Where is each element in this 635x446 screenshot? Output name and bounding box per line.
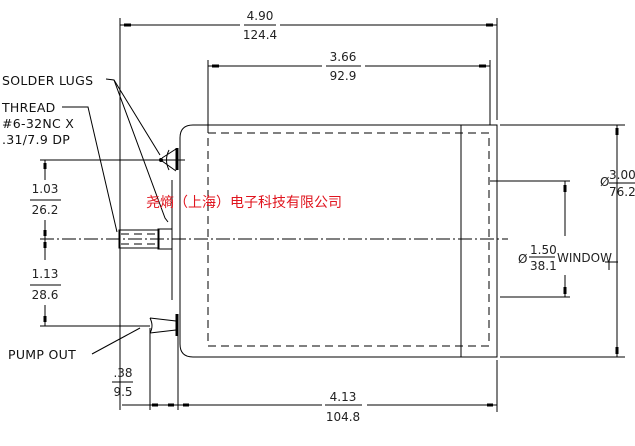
dim-92-9-mm: 92.9 bbox=[330, 69, 357, 83]
diameter-symbol-outer: Ø bbox=[600, 175, 609, 189]
dim-3-00-inch: 3.00 bbox=[609, 168, 635, 182]
dim-104-8-mm: 104.8 bbox=[326, 410, 360, 424]
dim-4-90-inch: 4.90 bbox=[247, 9, 274, 23]
dim-76-2-mm: 76.2 bbox=[609, 185, 635, 199]
dimension-bottom: .38 9.5 4.13 104.8 bbox=[112, 360, 498, 424]
dim-4-13-inch: 4.13 bbox=[330, 390, 357, 404]
solder-lug-fitting bbox=[159, 148, 179, 172]
dim-28-6-mm: 28.6 bbox=[32, 288, 59, 302]
dim-124-4-mm: 124.4 bbox=[243, 28, 277, 42]
dim-38-1-mm: 38.1 bbox=[530, 259, 557, 273]
dim-1-03-inch: 1.03 bbox=[32, 182, 59, 196]
thread-fitting bbox=[118, 180, 173, 300]
solder-lugs-label: SOLDER LUGS bbox=[2, 73, 93, 88]
dim-1-13-inch: 1.13 bbox=[32, 267, 59, 281]
tube-body bbox=[40, 124, 508, 358]
dimension-window-diameter: Ø 1.50 38.1 WINDOW bbox=[490, 180, 618, 298]
thread-depth-label: .31/7.9 DP bbox=[2, 132, 70, 147]
dimension-window-length: 3.66 92.9 bbox=[207, 50, 491, 133]
dim-1-50-inch: 1.50 bbox=[530, 243, 557, 257]
dimension-left-offsets: 1.03 26.2 1.13 28.6 bbox=[30, 159, 185, 327]
company-watermark: 尧熵（上海）电子科技有限公司 bbox=[146, 195, 342, 211]
dim-26-2-mm: 26.2 bbox=[32, 203, 59, 217]
diameter-symbol-window: Ø bbox=[518, 252, 527, 266]
thread-spec-label: #6-32NC X bbox=[2, 116, 74, 131]
pump-out-label: PUMP OUT bbox=[8, 347, 76, 362]
dim-3-66-inch: 3.66 bbox=[330, 50, 357, 64]
pump-out-fitting bbox=[149, 314, 179, 410]
thread-label: THREAD bbox=[1, 100, 56, 115]
leader-lines bbox=[62, 78, 169, 355]
dimension-outer-diameter: Ø 3.00 76.2 bbox=[500, 124, 635, 358]
dim-9-5-mm: 9.5 bbox=[113, 385, 132, 399]
window-label: WINDOW bbox=[557, 251, 612, 265]
dim-0-38-inch: .38 bbox=[113, 366, 132, 380]
dimension-overall-length: 4.90 124.4 bbox=[119, 9, 498, 410]
